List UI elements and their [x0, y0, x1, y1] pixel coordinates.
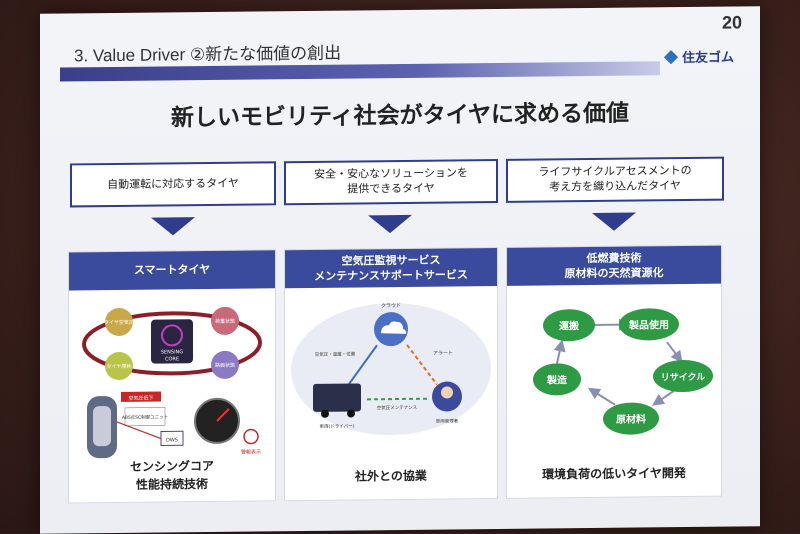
panel-smart-tire: スマートタイヤ SENSING CORE タイヤ空気圧 荷重状態 タイヤ摩耗 路…	[68, 249, 276, 503]
panel-lifecycle: 低燃費技術 原材料の天然資源化 運搬 製品使用 リサイクル 原材料 製造	[506, 245, 722, 499]
node-label: タイヤ摩耗	[107, 363, 132, 370]
panel-header-line: メンテナンスサポートサービス	[314, 268, 468, 283]
column-label-text: 安全・安心なソリューションを 提供できるタイヤ	[314, 166, 468, 197]
section-title: 3. Value Driver ②新たな価値の創出	[74, 39, 341, 67]
presentation-slide: 20 3. Value Driver ②新たな価値の創出 住友ゴム 新しいモビリ…	[40, 6, 760, 534]
caption-line: センシングコア	[69, 456, 275, 476]
column-label-line: 提供できるタイヤ	[347, 182, 434, 196]
panel-header: スマートタイヤ	[69, 250, 275, 290]
column-label-line: 安全・安心なソリューションを	[314, 166, 468, 181]
panel-header-line: 低燃費技術	[587, 251, 642, 265]
company-logo: 住友ゴム	[666, 47, 734, 67]
warning-icon	[244, 429, 258, 443]
panel-header: 低燃費技術 原材料の天然資源化	[507, 246, 721, 286]
panel-caption: センシングコア 性能持続技術	[69, 456, 275, 494]
core-text: SENSING	[161, 349, 183, 355]
dws-unit-text: DWS	[166, 437, 178, 443]
node-label: タイヤ空気圧	[104, 319, 134, 326]
warning-label: 警報表示	[241, 448, 261, 455]
maintenance-arrow	[367, 399, 429, 400]
lifecycle-node-label: リサイクル	[661, 372, 706, 383]
panel-header-line: 空気圧監視サービス	[342, 253, 441, 267]
column-label-text: ライフサイクルアセスメントの 考え方を織り込んだタイヤ	[538, 164, 691, 195]
caption-line: 性能持続技術	[69, 474, 275, 494]
cycle-arrow	[667, 342, 679, 358]
panel-header-line: 原材料の天然資源化	[565, 266, 664, 280]
column-label-line: 考え方を織り込んだタイヤ	[549, 179, 681, 193]
alert-label: アラート	[433, 350, 453, 356]
page-number: 20	[722, 12, 742, 33]
alert-badge-text: 空気圧低下	[128, 395, 153, 402]
cycle-arrow	[593, 391, 615, 405]
panel-caption: 環境負荷の低いタイヤ開発	[507, 464, 721, 484]
lifecycle-node-label: 運搬	[559, 319, 579, 332]
down-arrow-icon	[592, 213, 636, 231]
column-label-autonomous: 自動運転に対応するタイヤ	[70, 161, 276, 207]
down-arrow-icon	[368, 215, 412, 233]
node-label: 路面状態	[215, 362, 235, 369]
cycle-arrow	[657, 390, 675, 402]
panel-header: 空気圧監視サービス メンテナンスサポートサービス	[285, 248, 497, 288]
lifecycle-node-label: 製造	[546, 373, 568, 386]
node-label: 荷重状態	[215, 318, 235, 325]
lifecycle-node-label: 原材料	[616, 412, 646, 425]
cloud-label: クラウド	[381, 302, 401, 309]
column-label-safety: 安全・安心なソリューションを 提供できるタイヤ	[284, 159, 498, 205]
lifecycle-diagram: 運搬 製品使用 リサイクル 原材料 製造	[507, 286, 721, 458]
car-window	[93, 406, 111, 446]
truck-icon	[313, 383, 361, 412]
panel-caption: 社外との協業	[285, 466, 497, 486]
column-label-text: 自動運転に対応するタイヤ	[107, 176, 239, 192]
core-text: CORE	[165, 356, 179, 362]
logo-diamond-icon	[664, 50, 678, 64]
column-label-lifecycle: ライフサイクルアセスメントの 考え方を織り込んだタイヤ	[506, 157, 724, 203]
smart-tire-diagram: SENSING CORE タイヤ空気圧 荷重状態 タイヤ摩耗 路面状態 空気圧低…	[69, 290, 275, 462]
service-diagram: クラウド 空気圧・温度・位置 アラート 空気圧メンテナンス 車両(ドライバー) …	[285, 288, 497, 455]
panel-monitoring-service: 空気圧監視サービス メンテナンスサポートサービス クラウド 空気圧・温度・位置 …	[284, 247, 498, 501]
lifecycle-node-label: 製品使用	[628, 318, 669, 331]
main-title: 新しいモビリティ社会がタイヤに求める価値	[40, 92, 760, 134]
down-arrow-icon	[151, 217, 195, 235]
logo-text: 住友ゴム	[682, 51, 734, 67]
column-label-line: ライフサイクルアセスメントの	[538, 164, 691, 179]
cycle-arrow	[557, 345, 561, 363]
